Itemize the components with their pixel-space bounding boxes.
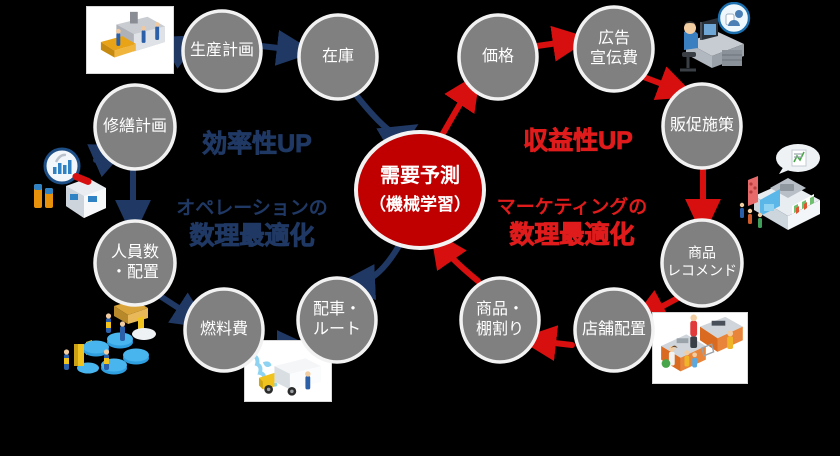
- node-nenryohi[interactable]: 燃料費: [183, 287, 265, 373]
- arrow-center-to-kakaku: [438, 72, 481, 140]
- node-ellipse: [660, 218, 744, 308]
- node-ellipse: [93, 83, 177, 171]
- node-ellipse: [296, 276, 378, 364]
- retail-store-illustration: [736, 144, 830, 236]
- node-label: 燃料費: [200, 320, 248, 338]
- arrow-seisan-to-zaiko: [258, 29, 316, 66]
- node-label: 商品・: [476, 300, 524, 318]
- node-label: 棚割り: [476, 320, 524, 338]
- factory-line-illustration: [86, 6, 174, 74]
- retail-store-icon: [739, 144, 820, 230]
- center-label-line1: 需要予測: [380, 163, 460, 187]
- office-desk-illustration: [660, 1, 756, 76]
- warehouse-robot-illustration: [58, 298, 162, 380]
- office-desk-icon: [680, 1, 751, 72]
- factory-analysis-illustration: [26, 140, 112, 222]
- node-zaiko[interactable]: 在庫: [297, 13, 379, 101]
- node-label: ルート: [313, 321, 361, 338]
- left-subtitle-big: 数理最適化: [189, 221, 314, 250]
- node-ellipse: [573, 5, 655, 93]
- node-shohin-tanawari[interactable]: 商品・棚割り: [459, 276, 541, 364]
- left-subtitle-small: オペレーションの: [176, 198, 328, 219]
- node-ellipse: [181, 9, 263, 93]
- node-label: 宣伝費: [590, 49, 638, 67]
- node-ellipse: [573, 287, 655, 373]
- center-label-line2: （機械学習）: [369, 194, 471, 214]
- right-subtitle-big: 数理最適化: [509, 220, 634, 249]
- center-ellipse: [354, 130, 486, 250]
- node-label: 商品: [688, 245, 716, 261]
- node-label: 価格: [482, 47, 514, 65]
- node-label: 販促施策: [670, 116, 734, 134]
- right-arrows: [430, 25, 721, 362]
- right-heading: 収益性UP: [523, 127, 633, 155]
- node-label: レコメンド: [667, 263, 737, 279]
- node-shuzen-keikaku[interactable]: 修繕計画: [93, 83, 177, 171]
- node-jinin-haichi[interactable]: 人員数・配置: [93, 219, 177, 307]
- node-haisha-route[interactable]: 配車・ルート: [296, 276, 378, 364]
- node-label: 人員数: [111, 243, 159, 261]
- warehouse-robot-icon: [63, 300, 156, 375]
- arrow-tenpo-to-tanawari: [517, 325, 575, 362]
- node-label: ・配置: [111, 263, 159, 281]
- right-subtitle-small: マーケティングの: [497, 195, 647, 218]
- factory-analysis-icon: [34, 147, 106, 218]
- node-label: 修繕計画: [103, 117, 167, 135]
- node-ellipse: [661, 82, 743, 170]
- left-heading: 効率性UP: [202, 129, 312, 158]
- node-kakaku[interactable]: 価格: [457, 13, 539, 101]
- checkout-counter-icon: [653, 313, 747, 383]
- node-label: 生産計画: [190, 41, 254, 59]
- node-ellipse: [457, 13, 539, 101]
- node-seisan-keikaku[interactable]: 生産計画: [181, 9, 263, 93]
- node-label: 在庫: [322, 47, 354, 65]
- arrow-kakaku-to-kokoku: [534, 25, 592, 62]
- node-tenpo-haichi[interactable]: 店舗配置: [573, 287, 655, 373]
- node-label: 配車・: [313, 300, 361, 318]
- arrow-recommend-to-tenpo: [629, 290, 681, 325]
- arrow-tanawari-to-center: [430, 229, 481, 284]
- node-label: 広告: [598, 29, 630, 47]
- checkout-counter-illustration: [652, 312, 748, 384]
- node-ellipse: [93, 219, 177, 307]
- node-ellipse: [459, 276, 541, 364]
- node-ellipse: [297, 13, 379, 101]
- center-node[interactable]: 需要予測 （機械学習）: [354, 130, 486, 250]
- node-label: 店舗配置: [582, 320, 646, 338]
- arrow-kokoku-to-hansoku: [638, 66, 696, 101]
- arrow-center-to-haisha: [336, 241, 403, 301]
- node-hansoku-shisaku[interactable]: 販促施策: [661, 82, 743, 170]
- factory-line-icon: [87, 7, 173, 73]
- node-ellipse: [183, 287, 265, 373]
